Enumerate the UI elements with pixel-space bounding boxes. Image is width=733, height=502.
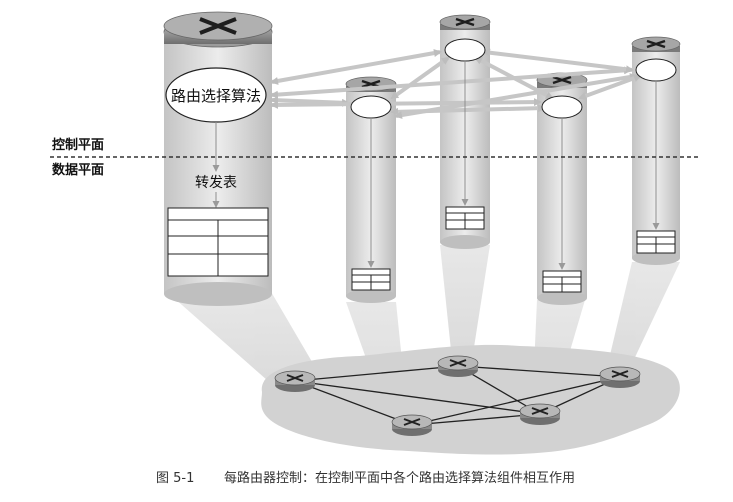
router-d-algorithm-ellipse [541, 95, 583, 119]
router-d-forwarding-table [542, 270, 582, 293]
data-plane-label: 数据平面 [52, 162, 104, 178]
network-cloud [261, 344, 680, 455]
routing-algorithm-label: 路由选择算法 [171, 87, 261, 105]
figure-caption: 每路由器控制：在控制平面中各个路由选择算法组件相互作用 [224, 470, 575, 486]
network-router-1 [274, 370, 316, 392]
router-e-forwarding-table [636, 230, 676, 254]
router-c-forwarding-table [445, 206, 485, 230]
big-forwarding-table [167, 207, 269, 277]
router-b-forwarding-table [351, 268, 391, 291]
network-router-3 [599, 366, 641, 388]
forwarding-table-label: 转发表 [195, 175, 237, 191]
router-c-x-icon [455, 17, 475, 27]
router-e-x-icon [646, 39, 666, 49]
beam-big-router [165, 290, 318, 388]
network-router-2 [437, 355, 479, 377]
beam-router-c [440, 245, 490, 360]
figure-number: 图 5-1 [156, 471, 194, 486]
router-b-algorithm-ellipse [350, 95, 392, 119]
control-plane-arrows [270, 48, 642, 119]
network-router-5 [519, 403, 561, 425]
router-e-algorithm-ellipse [635, 58, 677, 82]
control-plane-label: 控制平面 [52, 137, 104, 153]
beam-router-e [606, 262, 680, 372]
big-router-x-icon [199, 17, 237, 35]
network-router-4 [391, 414, 433, 436]
router-c-algorithm-ellipse [444, 38, 486, 62]
algorithm-to-table-arrows [212, 61, 660, 270]
